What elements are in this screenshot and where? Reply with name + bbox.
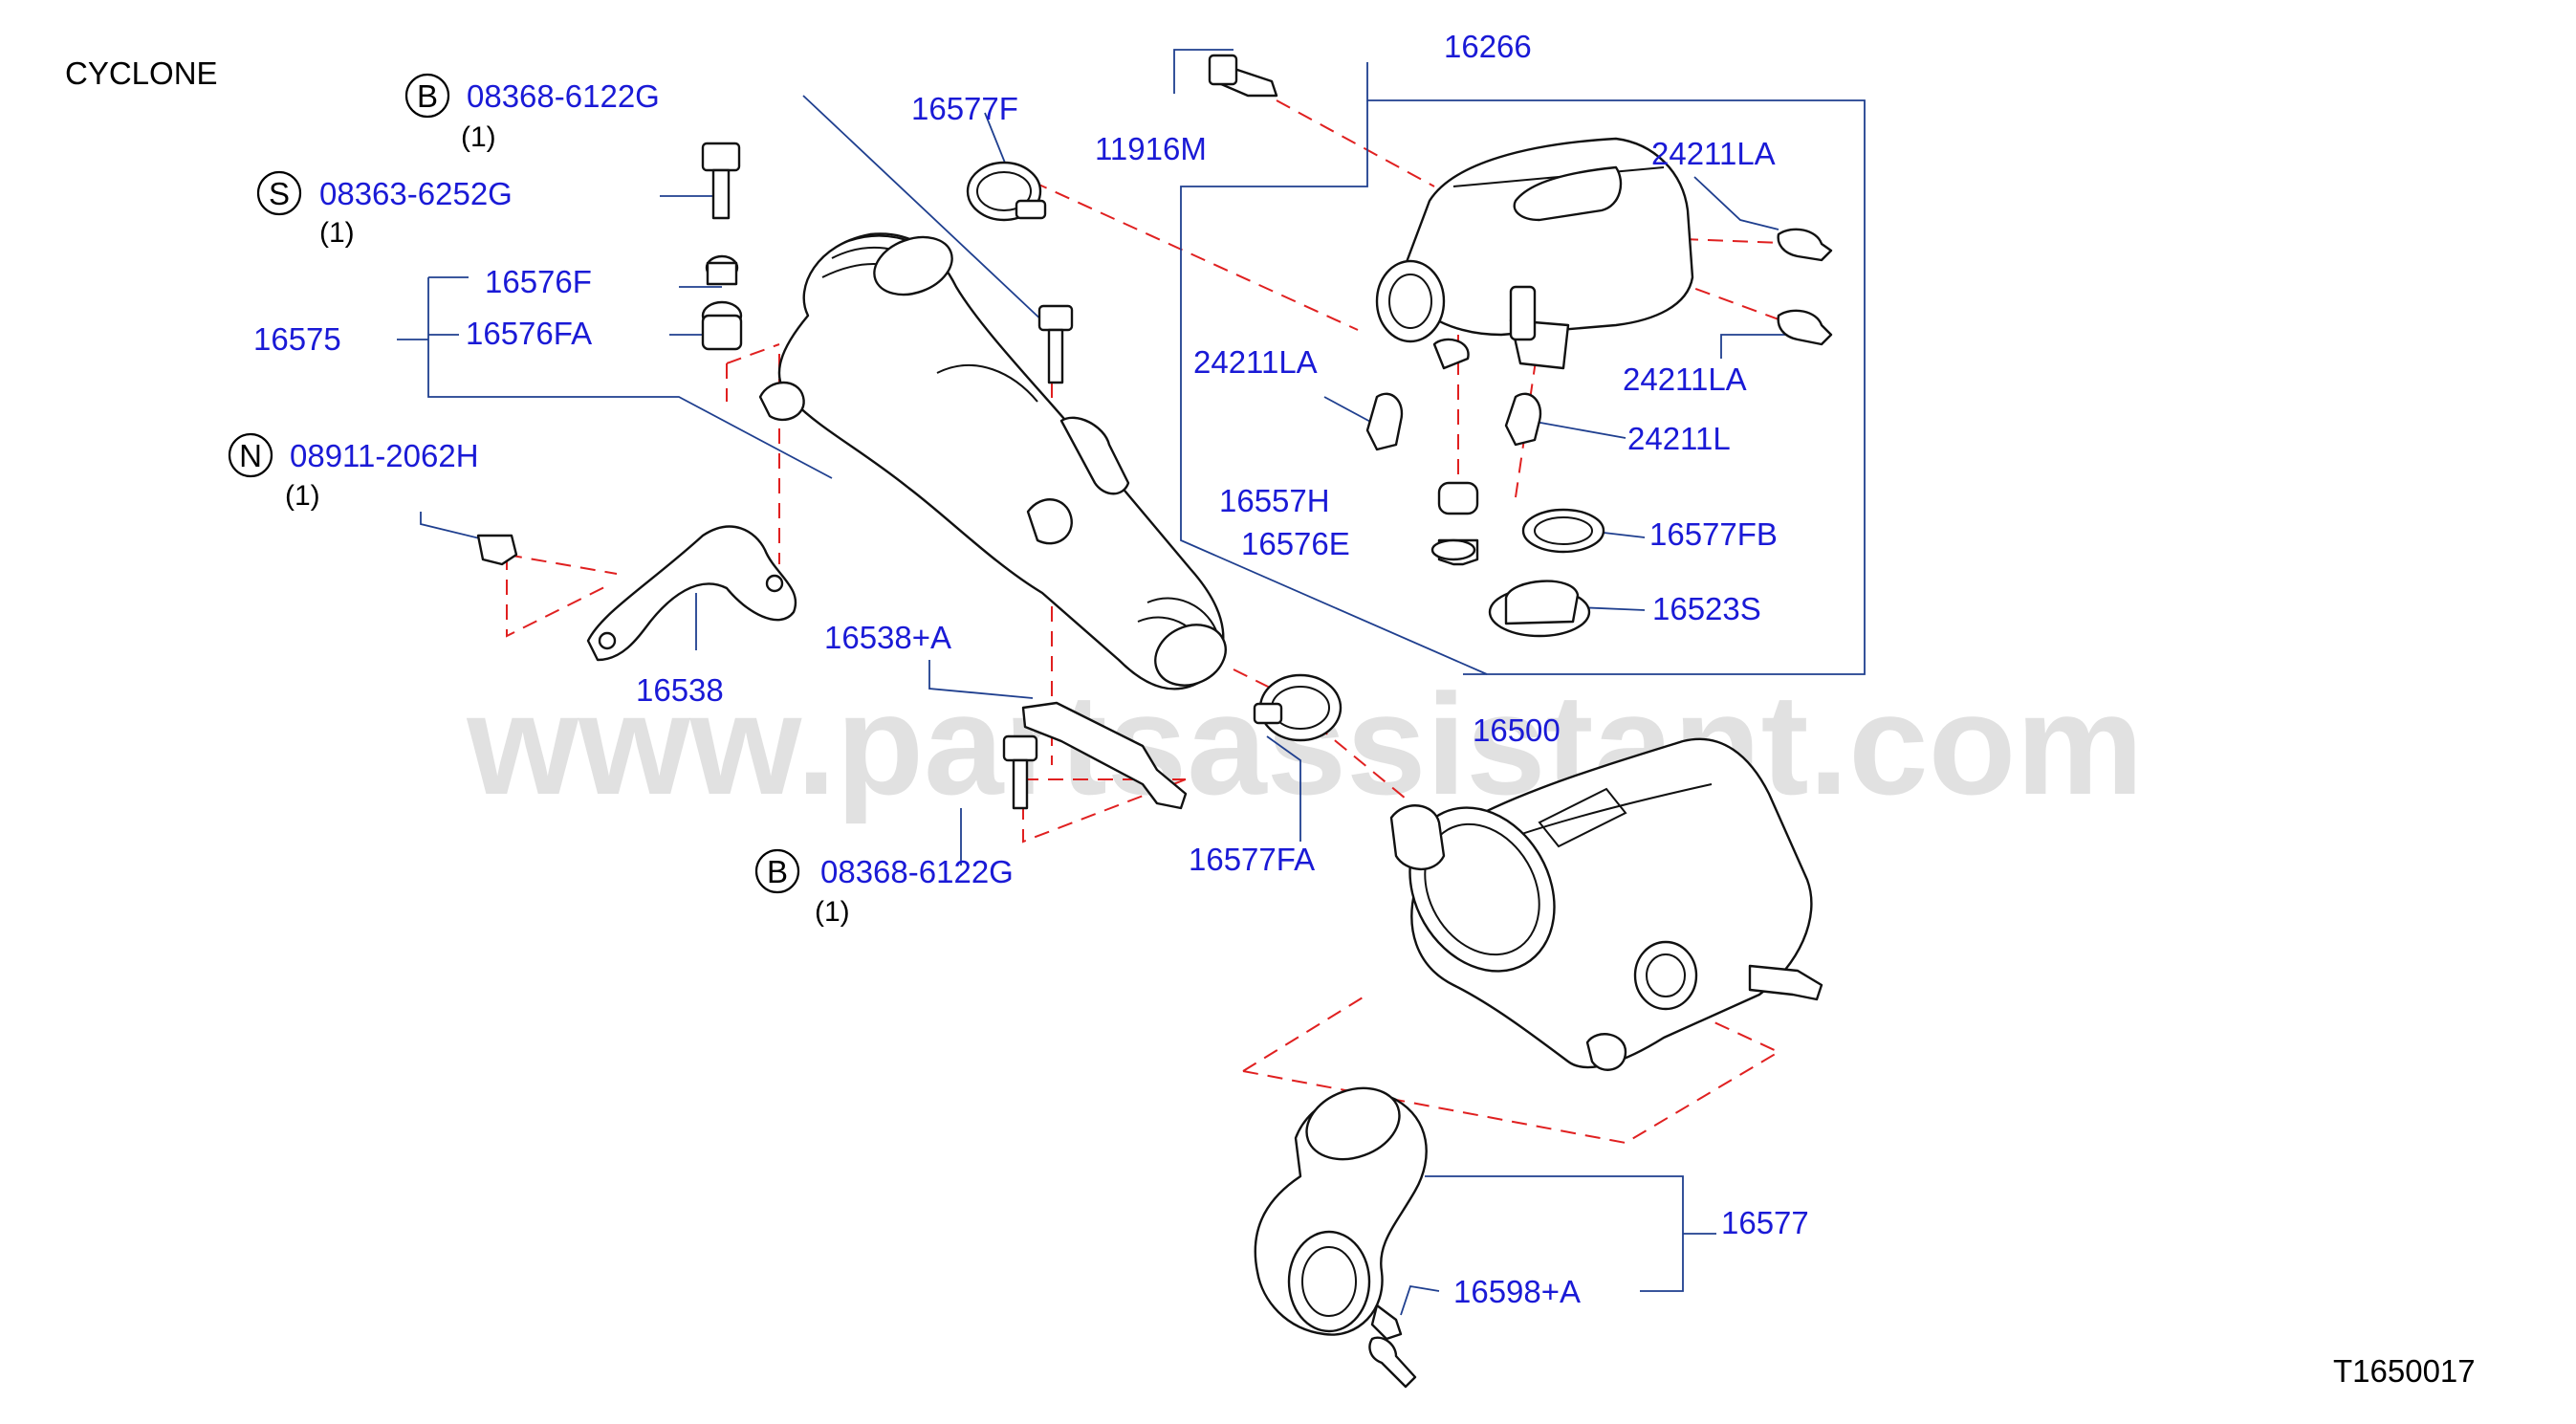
part-number-16576E[interactable]: 16576E [1241, 526, 1350, 561]
qty-08368-6122G-top: (1) [461, 121, 496, 153]
symbol-b-circle-2 [754, 848, 800, 894]
part-number-16266[interactable]: 16266 [1444, 29, 1532, 64]
part-number-16575[interactable]: 16575 [253, 321, 341, 357]
labels: CYCLONE 08368-6122G (1) 08363-6252G (1) … [65, 29, 2476, 1389]
part-number-24211LA-upper[interactable]: 24211LA [1651, 136, 1776, 171]
symbol-s-circle [256, 170, 302, 216]
symbol-b-1: B [417, 78, 438, 114]
clips-24211 [1365, 228, 1833, 451]
symbol-n: N [239, 438, 262, 473]
part-number-16577F[interactable]: 16577F [911, 91, 1018, 126]
bracket-16538A [1021, 701, 1188, 810]
fastener-symbols: B S N B [228, 73, 800, 894]
air-cleaner-16500 [1389, 737, 1823, 1071]
air-cleaner-cover-16266 [1375, 137, 1694, 370]
symbol-s: S [269, 176, 290, 211]
symbol-n-circle [228, 432, 273, 478]
part-number-08911-2062H[interactable]: 08911-2062H [290, 438, 479, 473]
part-number-24211L[interactable]: 24211L [1627, 421, 1731, 456]
variant-label: CYCLONE [65, 55, 218, 91]
part-number-08368-6122G-top[interactable]: 08368-6122G [467, 78, 660, 114]
part-number-08363-6252G[interactable]: 08363-6252G [319, 176, 513, 211]
part-number-16577FA[interactable]: 16577FA [1189, 842, 1315, 877]
part-number-16557H[interactable]: 16557H [1219, 483, 1330, 518]
part-number-16576F[interactable]: 16576F [485, 264, 592, 299]
part-number-16577FB[interactable]: 16577FB [1649, 516, 1778, 552]
qty-08911-2062H: (1) [285, 480, 320, 512]
drawing-code: T1650017 [2333, 1353, 2476, 1389]
grommets [1430, 481, 1605, 638]
air-duct-16575 [758, 232, 1227, 690]
bracket-16538 [586, 525, 797, 662]
bolts-left [476, 54, 1278, 810]
elbow-16577 [1254, 1086, 1428, 1389]
symbol-b-circle-1 [404, 73, 450, 119]
clamp-16577FA [1253, 673, 1343, 742]
part-number-24211LA-left[interactable]: 24211LA [1193, 344, 1318, 380]
part-number-16576FA[interactable]: 16576FA [466, 316, 592, 351]
symbol-b-2: B [767, 854, 788, 889]
part-number-08368-6122G-bottom[interactable]: 08368-6122G [820, 854, 1014, 889]
qty-08363-6252G: (1) [319, 217, 355, 249]
part-number-16577[interactable]: 16577 [1721, 1205, 1809, 1240]
part-number-24211LA-right[interactable]: 24211LA [1623, 361, 1747, 397]
part-number-16500[interactable]: 16500 [1473, 712, 1561, 748]
clamp-16577F [966, 161, 1047, 222]
part-number-16523S[interactable]: 16523S [1652, 591, 1761, 626]
part-number-16538A[interactable]: 16538+A [824, 620, 951, 655]
part-number-16538[interactable]: 16538 [636, 672, 724, 708]
part-number-16598A[interactable]: 16598+A [1453, 1274, 1581, 1309]
part-number-11916M[interactable]: 11916M [1095, 131, 1207, 166]
qty-08368-6122G-bottom: (1) [815, 896, 850, 928]
